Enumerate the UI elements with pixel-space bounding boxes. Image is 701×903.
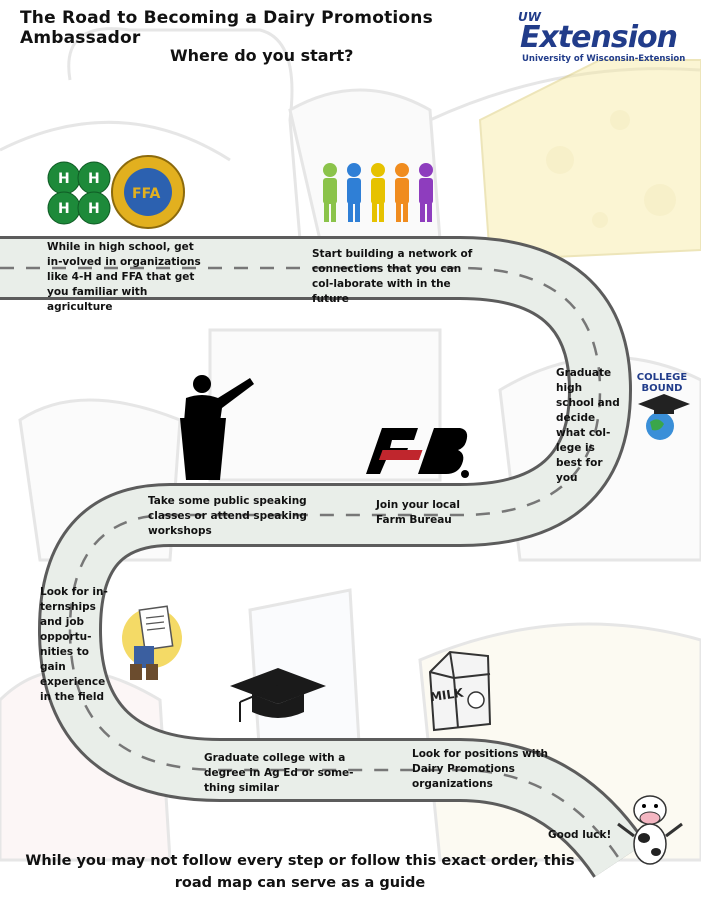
people-network-icon [323, 163, 433, 222]
footer-line-2: road map can serve as a guide [174, 875, 426, 891]
svg-text:FFA: FFA [132, 186, 161, 202]
college-bound-text: COLLEGE BOUND [636, 372, 688, 394]
page-title: The Road to Becoming a Dairy Promotions … [20, 8, 433, 48]
logo-uw-text: UW [518, 10, 541, 24]
footer-line-1: While you may not follow every step or f… [25, 853, 575, 869]
cow-icon [617, 795, 683, 865]
job-seeker-icon [122, 605, 182, 680]
graduation-cap-icon [230, 668, 326, 722]
logo-sub-text: University of Wisconsin-Extension [522, 54, 686, 64]
svg-text:H: H [88, 171, 100, 187]
svg-text:H: H [58, 171, 70, 187]
college-bound-icon: COLLEGE BOUND [624, 370, 698, 444]
step-internships: Look for in-ternships and job opportu-ni… [40, 586, 108, 703]
footer-text: While you may not follow every step or f… [20, 850, 580, 894]
svg-text:H: H [88, 201, 100, 217]
step-high-school-organizations: While in high school, get in-volved in o… [47, 241, 201, 313]
farm-bureau-logo-icon [366, 428, 469, 478]
step-farm-bureau: Join your local Farm Bureau [376, 499, 460, 526]
step-build-network: Start building a network of connections … [312, 248, 473, 305]
step-graduate-high-school: Graduate high school and decide what col… [556, 367, 620, 484]
logo-main-text: Extension [520, 20, 678, 55]
ffa-emblem-icon: FFA [111, 155, 185, 229]
page-subtitle: Where do you start? [170, 46, 354, 65]
milk-carton-icon: MILK [420, 648, 498, 734]
uw-extension-logo: UW Extension University of Wisconsin-Ext… [514, 10, 694, 70]
speaker-podium-icon [180, 375, 254, 480]
step-dairy-positions: Look for positions with Dairy Promotions… [412, 748, 548, 790]
svg-text:H: H [58, 201, 70, 217]
step-public-speaking: Take some public speaking classes or att… [148, 495, 307, 537]
step-good-luck: Good luck! [548, 829, 612, 841]
step-graduate-college: Graduate college with a degree in Ag Ed … [204, 752, 354, 794]
